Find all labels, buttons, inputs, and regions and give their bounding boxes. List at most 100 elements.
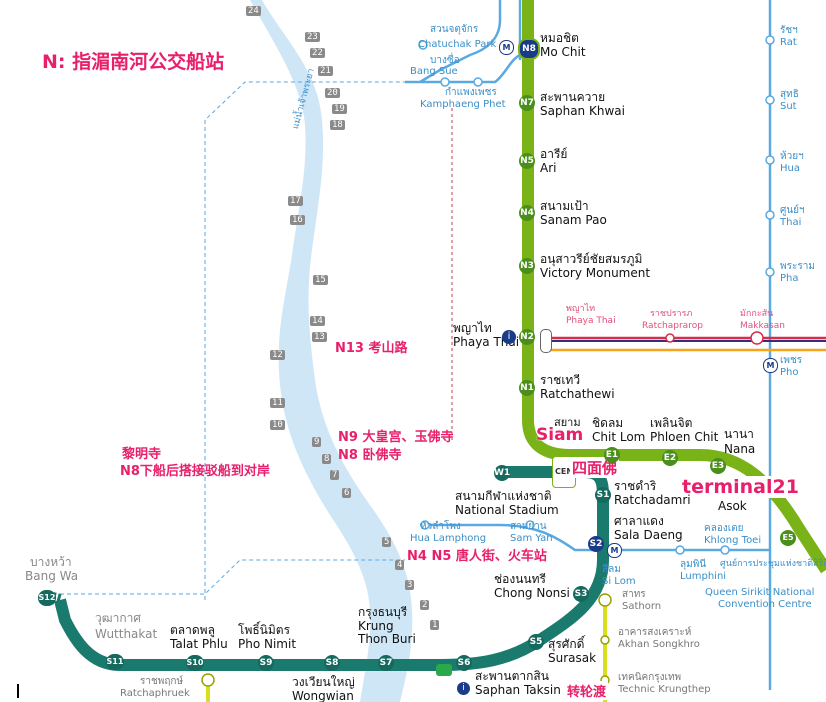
station-n5-th: อารีย์: [540, 147, 568, 161]
station-badge-s3: S3: [573, 586, 589, 602]
station-s3-th: ช่องนนทรี: [494, 572, 546, 586]
mrt-bangsue-en: Bang Sue: [410, 66, 458, 77]
pier-7: 7: [330, 470, 340, 480]
station-s3-en: Chong Nonsi: [494, 586, 570, 600]
arl-ratchaprarop-th: ราชปรารภ: [650, 309, 693, 319]
dashed-line-top: [204, 81, 470, 600]
text-cursor-icon: [17, 684, 19, 698]
station-n8-th: หมอชิต: [540, 31, 579, 45]
pier-4: 4: [395, 560, 405, 570]
arl-phayathai-en: Phaya Thai: [566, 316, 616, 326]
station-badge-s2: S2: [588, 536, 604, 552]
ferry-annotation: 转轮渡: [565, 681, 609, 700]
mrt-samyan-en: Sam Yan: [510, 533, 553, 544]
station-badge-n3: N3: [519, 258, 535, 274]
mrt-kamphaeng-en: Kamphaeng Phet: [420, 99, 506, 110]
interchange-capsule-icon: [540, 329, 552, 353]
pier-17: 17: [288, 196, 303, 206]
annotation-n8: N8 卧佛寺: [338, 448, 402, 463]
mrt-hualamphong-th: หัวลำโพง: [420, 521, 461, 532]
station-badge-s11: S11: [106, 654, 124, 670]
mrt-right1-en: Rat: [780, 37, 797, 48]
station-n1-th: ราชเทวี: [540, 373, 581, 387]
mrt-blue-south: [420, 523, 770, 552]
annotation-n4n5: N4 N5 唐人街、火车站: [405, 545, 549, 564]
terminal21-annotation: terminal21: [680, 476, 801, 498]
station-e1-th: ชิดลม: [592, 416, 624, 430]
station-badge-s1: S1: [595, 487, 611, 503]
pier-6: 6: [342, 488, 352, 498]
pier-13: 13: [312, 332, 327, 342]
map-title: N: 指湄南河公交船站: [42, 51, 225, 73]
chao-phraya-river: [250, 0, 413, 702]
station-badge-e5: E5: [780, 530, 796, 546]
arl-makkasan-en: Makkasan: [740, 321, 785, 331]
dashed-line-bottom: [60, 559, 450, 595]
station-badge-s10: S10: [186, 655, 204, 671]
station-e1-en: Chit Lom: [592, 430, 646, 444]
pier-5: 5: [382, 537, 392, 547]
brt-technic-en: Technic Krungthep: [618, 684, 711, 695]
station-badge-n8: N8: [518, 38, 540, 60]
station-s11-en: Wutthakat: [95, 627, 158, 641]
station-e4-en: Asok: [718, 499, 747, 513]
station-badge-s6: S6: [456, 655, 472, 671]
pier-22: 22: [310, 48, 325, 58]
mrt-hualamphong-en: Hua Lamphong: [410, 533, 487, 544]
station-s6-th: สะพานตากสิน: [475, 669, 549, 683]
station-s12-en: Bang Wa: [25, 569, 79, 583]
mrt-right1-th: รัชฯ: [780, 25, 798, 36]
station-n3-en: Victory Monument: [540, 266, 651, 280]
arl-phayathai-th: พญาไท: [566, 304, 596, 314]
mrt-logo-icon-silom: M: [607, 543, 622, 558]
pier-16: 16: [290, 215, 305, 225]
pier-24: 24: [246, 6, 261, 16]
annotation-wat-arun-title: 黎明寺: [122, 447, 162, 462]
station-badge-s7: S7: [378, 655, 394, 671]
mrt-right4-en: Thai: [780, 217, 802, 228]
info-icon: i: [457, 682, 470, 695]
station-s12-th: บางหว้า: [30, 555, 72, 569]
mrt-right2-th: สุทธิ: [780, 89, 799, 100]
station-badge-n1: N1: [519, 380, 535, 396]
station-w1-en: National Stadium: [455, 503, 559, 517]
pier-15: 15: [313, 275, 328, 285]
station-badge-w1: W1: [494, 465, 510, 481]
station-badge-e3: E3: [710, 458, 726, 474]
mrt-logo-icon: M: [763, 358, 778, 373]
boat-icon: [436, 664, 452, 676]
station-w1-th: สนามกีฬาแห่งชาติ: [455, 489, 552, 503]
annotation-n13: N13 考山路: [335, 341, 408, 356]
mrt-right4-th: ศูนย์ฯ: [780, 205, 805, 216]
station-e3-en: Nana: [724, 442, 756, 456]
station-badge-s9: S9: [258, 655, 274, 671]
station-badge-n4: N4: [519, 205, 535, 221]
mrt-lumphini-th: ลุมพินี: [680, 559, 707, 570]
mrt-qsncc-en1: Queen Sirikit National: [705, 587, 815, 598]
station-n5-en: Ari: [540, 161, 557, 175]
station-s10-th: ตลาดพลู: [170, 623, 215, 637]
mrt-silom-th: สีลม: [602, 564, 621, 575]
station-e3-th: นานา: [724, 427, 754, 441]
station-badge-s5: S5: [528, 634, 544, 650]
mrt-chatuchak-th: สวนจตุจักร: [430, 24, 479, 35]
station-s1-th: ราชดำริ: [614, 479, 657, 493]
mrt-right5-en: Pha: [780, 273, 799, 284]
pier-12: 12: [270, 350, 285, 360]
brt-ratchaphruek-en: Ratchaphruek: [120, 688, 190, 699]
station-n3-th: อนุสาวรีย์ชัยสมรภูมิ: [540, 252, 643, 266]
station-badge-n2: N2: [519, 329, 535, 345]
station-n7-en: Saphan Khwai: [540, 104, 625, 118]
siam-cn-annotation: 四面佛: [570, 457, 620, 478]
brt-akhan-th: อาคารสงเคราะห์: [618, 627, 692, 638]
annotation-wat-arun-note: N8下船后搭接驳船到对岸: [120, 464, 270, 479]
pier-19: 19: [332, 104, 347, 114]
pier-18: 18: [330, 120, 345, 130]
pier-9: 9: [312, 437, 322, 447]
station-s10-en: Talat Phlu: [170, 637, 228, 651]
station-s2-th: ศาลาแดง: [614, 514, 664, 528]
pier-20: 20: [325, 88, 340, 98]
pier-21: 21: [318, 66, 333, 76]
station-n2-th: พญาไท: [453, 321, 492, 335]
